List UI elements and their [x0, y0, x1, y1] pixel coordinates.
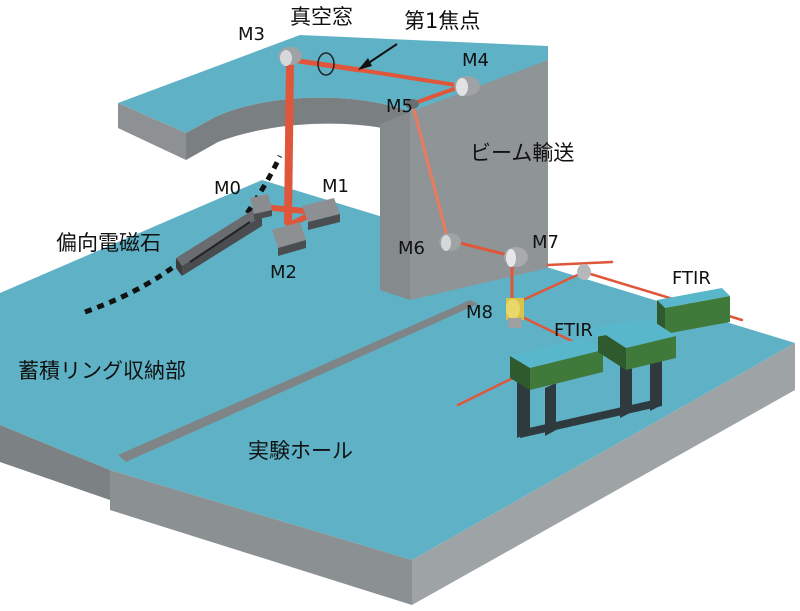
label-ftir-right: FTIR: [672, 268, 711, 289]
mirror-m8: [506, 298, 524, 328]
mirror-m1: [302, 198, 340, 230]
mirror-m4: [454, 76, 480, 96]
label-m2: M2: [270, 262, 297, 283]
label-m7: M7: [532, 232, 559, 253]
floor-right-edge: [412, 343, 795, 605]
ftir-center-unit: [510, 318, 676, 438]
label-beam-transport: ビーム輸送: [470, 141, 574, 165]
mirror-m2: [272, 222, 306, 256]
wall-left-arm-front: [118, 103, 186, 160]
label-m8: M8: [466, 302, 493, 323]
label-m5: M5: [386, 96, 413, 117]
beam-path: [259, 57, 744, 407]
floor-front-edge: [110, 470, 412, 605]
mirror-m7: [504, 247, 528, 267]
label-m6: M6: [398, 238, 425, 259]
label-storage-ring-room: 蓄積リング収納部: [18, 359, 186, 383]
wall-arch-inner: [186, 97, 410, 160]
wall-top: [118, 35, 548, 133]
label-m3: M3: [238, 24, 265, 45]
floor-step: [118, 300, 478, 462]
label-m1: M1: [322, 176, 349, 197]
floor-top: [0, 180, 795, 560]
label-vacuum-window: 真空窓: [290, 5, 353, 29]
wall-pillar-front: [380, 112, 410, 300]
label-m0: M0: [214, 178, 241, 199]
storage-ring-orbit-upper: [237, 154, 283, 226]
mirror-m0: [250, 194, 272, 220]
floor-front-left: [0, 425, 110, 500]
first-focus-arrow: [358, 43, 398, 70]
label-experiment-hall: 実験ホール: [248, 439, 353, 463]
mirror-m5: [405, 99, 419, 109]
mirror-m6: [439, 233, 461, 251]
label-first-focus: 第1焦点: [404, 9, 480, 33]
bending-magnet: [176, 208, 262, 276]
mirror-small-right: [577, 264, 591, 280]
mirror-m3: [278, 47, 302, 66]
label-bending-magnet: 偏向電磁石: [56, 231, 161, 255]
storage-ring-orbit: [84, 250, 194, 315]
vacuum-window: [317, 52, 335, 76]
label-ftir-center: FTIR: [554, 320, 593, 341]
label-m4: M4: [462, 50, 489, 71]
labels: 真空窓 第1焦点 ビーム輸送 偏向電磁石 蓄積リング収納部 実験ホール FTIR…: [18, 5, 711, 463]
floor-slab: [0, 180, 795, 605]
